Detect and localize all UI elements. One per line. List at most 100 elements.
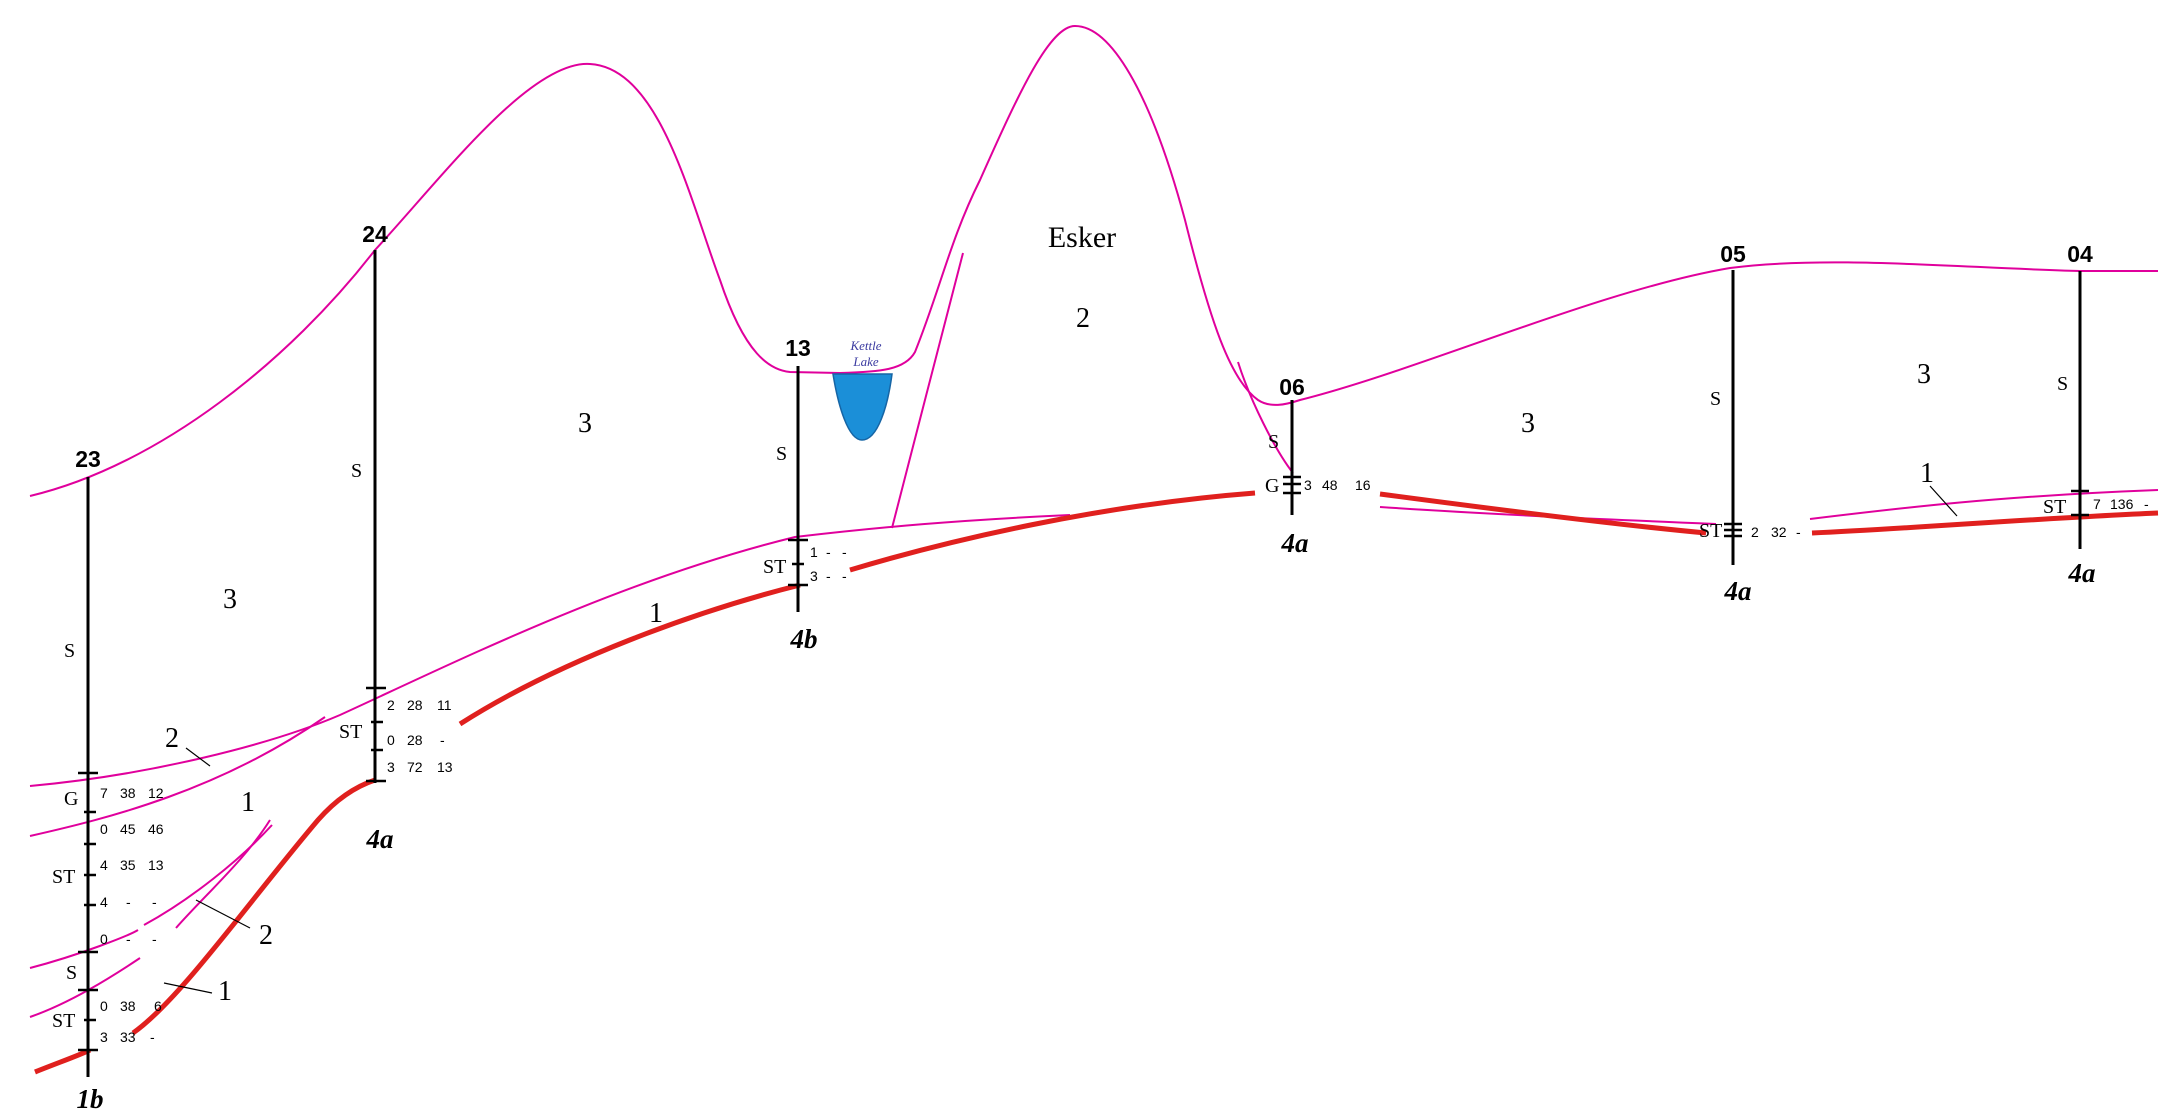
contact-upper-unit-23-24 — [29, 716, 326, 837]
sample-value: - — [826, 544, 831, 560]
sample-value: 12 — [148, 785, 164, 801]
sample-value: - — [152, 894, 157, 910]
bedrock-05-04 — [1811, 510, 2159, 536]
contact-lines — [29, 24, 2159, 1018]
sample-value: 72 — [407, 759, 423, 775]
sample-row: 7 136 - — [2093, 496, 2149, 512]
sample-value: 32 — [1771, 524, 1787, 540]
lens-line-1 — [143, 824, 273, 926]
sample-row: 3 72 13 — [387, 759, 453, 775]
unit-labels: 3 3 3 3 2 2 2 1 1 1 1 — [165, 303, 1934, 1007]
sample-value: 13 — [437, 759, 453, 775]
sample-value: 2 — [1751, 524, 1759, 540]
sample-value: 0 — [100, 931, 108, 947]
borehole-id: 04 — [2067, 241, 2093, 267]
sample-value: 6 — [154, 998, 162, 1014]
borehole-lines — [86, 250, 2082, 1077]
sample-value: - — [152, 931, 157, 947]
sample-row: 7 38 12 — [100, 785, 164, 801]
leader-line — [195, 899, 251, 929]
sample-value: 0 — [387, 732, 395, 748]
leader-line — [185, 747, 211, 767]
sample-row: 3 33 - — [100, 1029, 155, 1045]
bedrock-code: 4a — [1281, 528, 1309, 558]
sample-value: 0 — [100, 821, 108, 837]
sample-ticks — [78, 475, 2089, 1052]
ground-surface — [29, 24, 2158, 497]
borehole-id: 05 — [1720, 241, 1746, 267]
lens-line-2 — [175, 819, 271, 929]
sample-value: 1 — [810, 544, 818, 560]
sample-value: 0 — [100, 998, 108, 1014]
sample-row: 0 28 - — [387, 732, 445, 748]
lithology-labels: S S S S S S S G G ST ST ST ST ST ST — [52, 373, 2068, 1032]
bedrock-23-24-lower — [34, 1047, 92, 1075]
sample-value: 33 — [120, 1029, 136, 1045]
bedrock-surface — [34, 490, 2159, 1075]
sample-value: 136 — [2110, 496, 2134, 512]
sample-value: 3 — [810, 568, 818, 584]
unit-label: 2 — [165, 723, 179, 754]
lith-s: S — [64, 640, 75, 662]
sample-value: - — [126, 894, 131, 910]
bedrock-06-05 — [1379, 491, 1707, 536]
sample-row: 0 45 46 — [100, 821, 164, 837]
unit-leader-lines — [163, 485, 1958, 994]
contact-upper-unit — [29, 514, 1071, 787]
bedrock-code: 1b — [77, 1084, 104, 1114]
lith-st: ST — [52, 866, 75, 888]
bedrock-24-13 — [458, 582, 801, 727]
unit-label: 3 — [578, 408, 592, 439]
bedrock-code: 4b — [790, 624, 818, 654]
sample-value: - — [842, 544, 847, 560]
lith-st: ST — [1699, 520, 1722, 542]
sample-value: 48 — [1322, 477, 1338, 493]
lith-s: S — [776, 443, 787, 465]
sample-row: 2 28 11 — [387, 697, 452, 713]
unit-label: 2 — [259, 920, 273, 951]
lith-s: S — [1268, 431, 1279, 453]
sample-value: 3 — [387, 759, 395, 775]
sample-value: - — [2144, 496, 2149, 512]
unit-label: 3 — [223, 584, 237, 615]
kettle-lake-water — [832, 373, 893, 441]
esker-label: Esker — [1048, 221, 1116, 254]
leader-line — [1929, 485, 1958, 517]
kettle-lake-label-line1: Kettle — [849, 338, 881, 353]
unit-label: 2 — [1076, 303, 1090, 334]
bedrock-code: 4a — [366, 824, 394, 854]
unit-label: 3 — [1917, 359, 1931, 390]
lith-s: S — [2057, 373, 2068, 395]
contact-right-04 — [1809, 489, 2159, 520]
lith-st: ST — [763, 556, 786, 578]
sample-row: 2 32 - — [1751, 524, 1801, 540]
sample-value: 4 — [100, 894, 108, 910]
sample-value: 38 — [120, 998, 136, 1014]
lith-s: S — [1710, 388, 1721, 410]
sample-value: - — [150, 1029, 155, 1045]
sample-value: - — [440, 732, 445, 748]
sample-value: - — [126, 931, 131, 947]
sample-row: 3 - - — [810, 568, 847, 584]
borehole-id: 24 — [362, 221, 388, 247]
sample-value: 3 — [100, 1029, 108, 1045]
bedrock-code: 4a — [1724, 576, 1752, 606]
sample-value: 16 — [1355, 477, 1371, 493]
sample-value: 28 — [407, 732, 423, 748]
borehole-id: 13 — [785, 335, 811, 361]
lens-line-3 — [29, 929, 139, 969]
esker-right-flank — [1237, 361, 1294, 474]
bedrock-13-06 — [849, 490, 1256, 573]
sample-value: 45 — [120, 821, 136, 837]
leader-line — [163, 982, 213, 994]
lith-g: G — [1265, 475, 1279, 497]
sample-row: 4 35 13 — [100, 857, 164, 873]
sample-row: 0 38 6 — [100, 998, 162, 1014]
esker-left-flank — [891, 252, 964, 529]
lith-st: ST — [52, 1010, 75, 1032]
lith-s: S — [351, 460, 362, 482]
sample-value: 35 — [120, 857, 136, 873]
sample-value: 11 — [437, 697, 452, 713]
unit-label: 1 — [241, 787, 255, 818]
